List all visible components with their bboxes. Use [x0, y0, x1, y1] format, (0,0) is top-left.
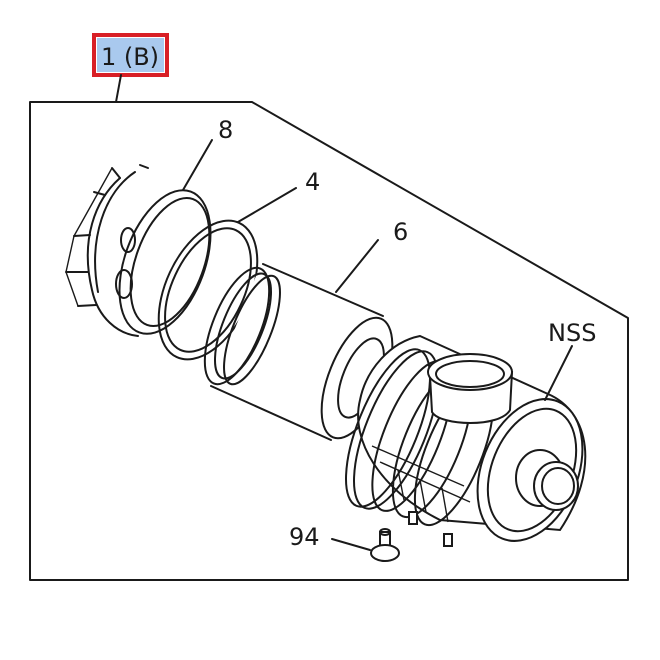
housing-callout: NSS	[548, 319, 596, 347]
reference-box	[92, 33, 169, 77]
element-leader-line	[335, 239, 379, 293]
reference-label: 1 (B)	[101, 43, 159, 71]
element-callout: 6	[393, 218, 408, 246]
end-cap-part	[65, 164, 212, 337]
reference-highlight	[97, 38, 164, 72]
seal-callout: 4	[305, 168, 320, 196]
reference-leader-line	[115, 74, 122, 103]
seal-leader-line	[237, 187, 297, 223]
housing-leader-line	[544, 345, 573, 401]
reference-tag[interactable]: 1 (B)	[92, 33, 169, 77]
end-cap-callout: 8	[218, 116, 233, 144]
housing-part	[345, 334, 587, 547]
bolt-callout: 94	[289, 523, 320, 551]
assembly-frame	[29, 101, 629, 581]
end-cap-leader-line	[182, 139, 213, 191]
bolt-leader-line	[331, 538, 371, 551]
bolt-part	[370, 528, 400, 562]
filter-element-part	[203, 263, 394, 441]
